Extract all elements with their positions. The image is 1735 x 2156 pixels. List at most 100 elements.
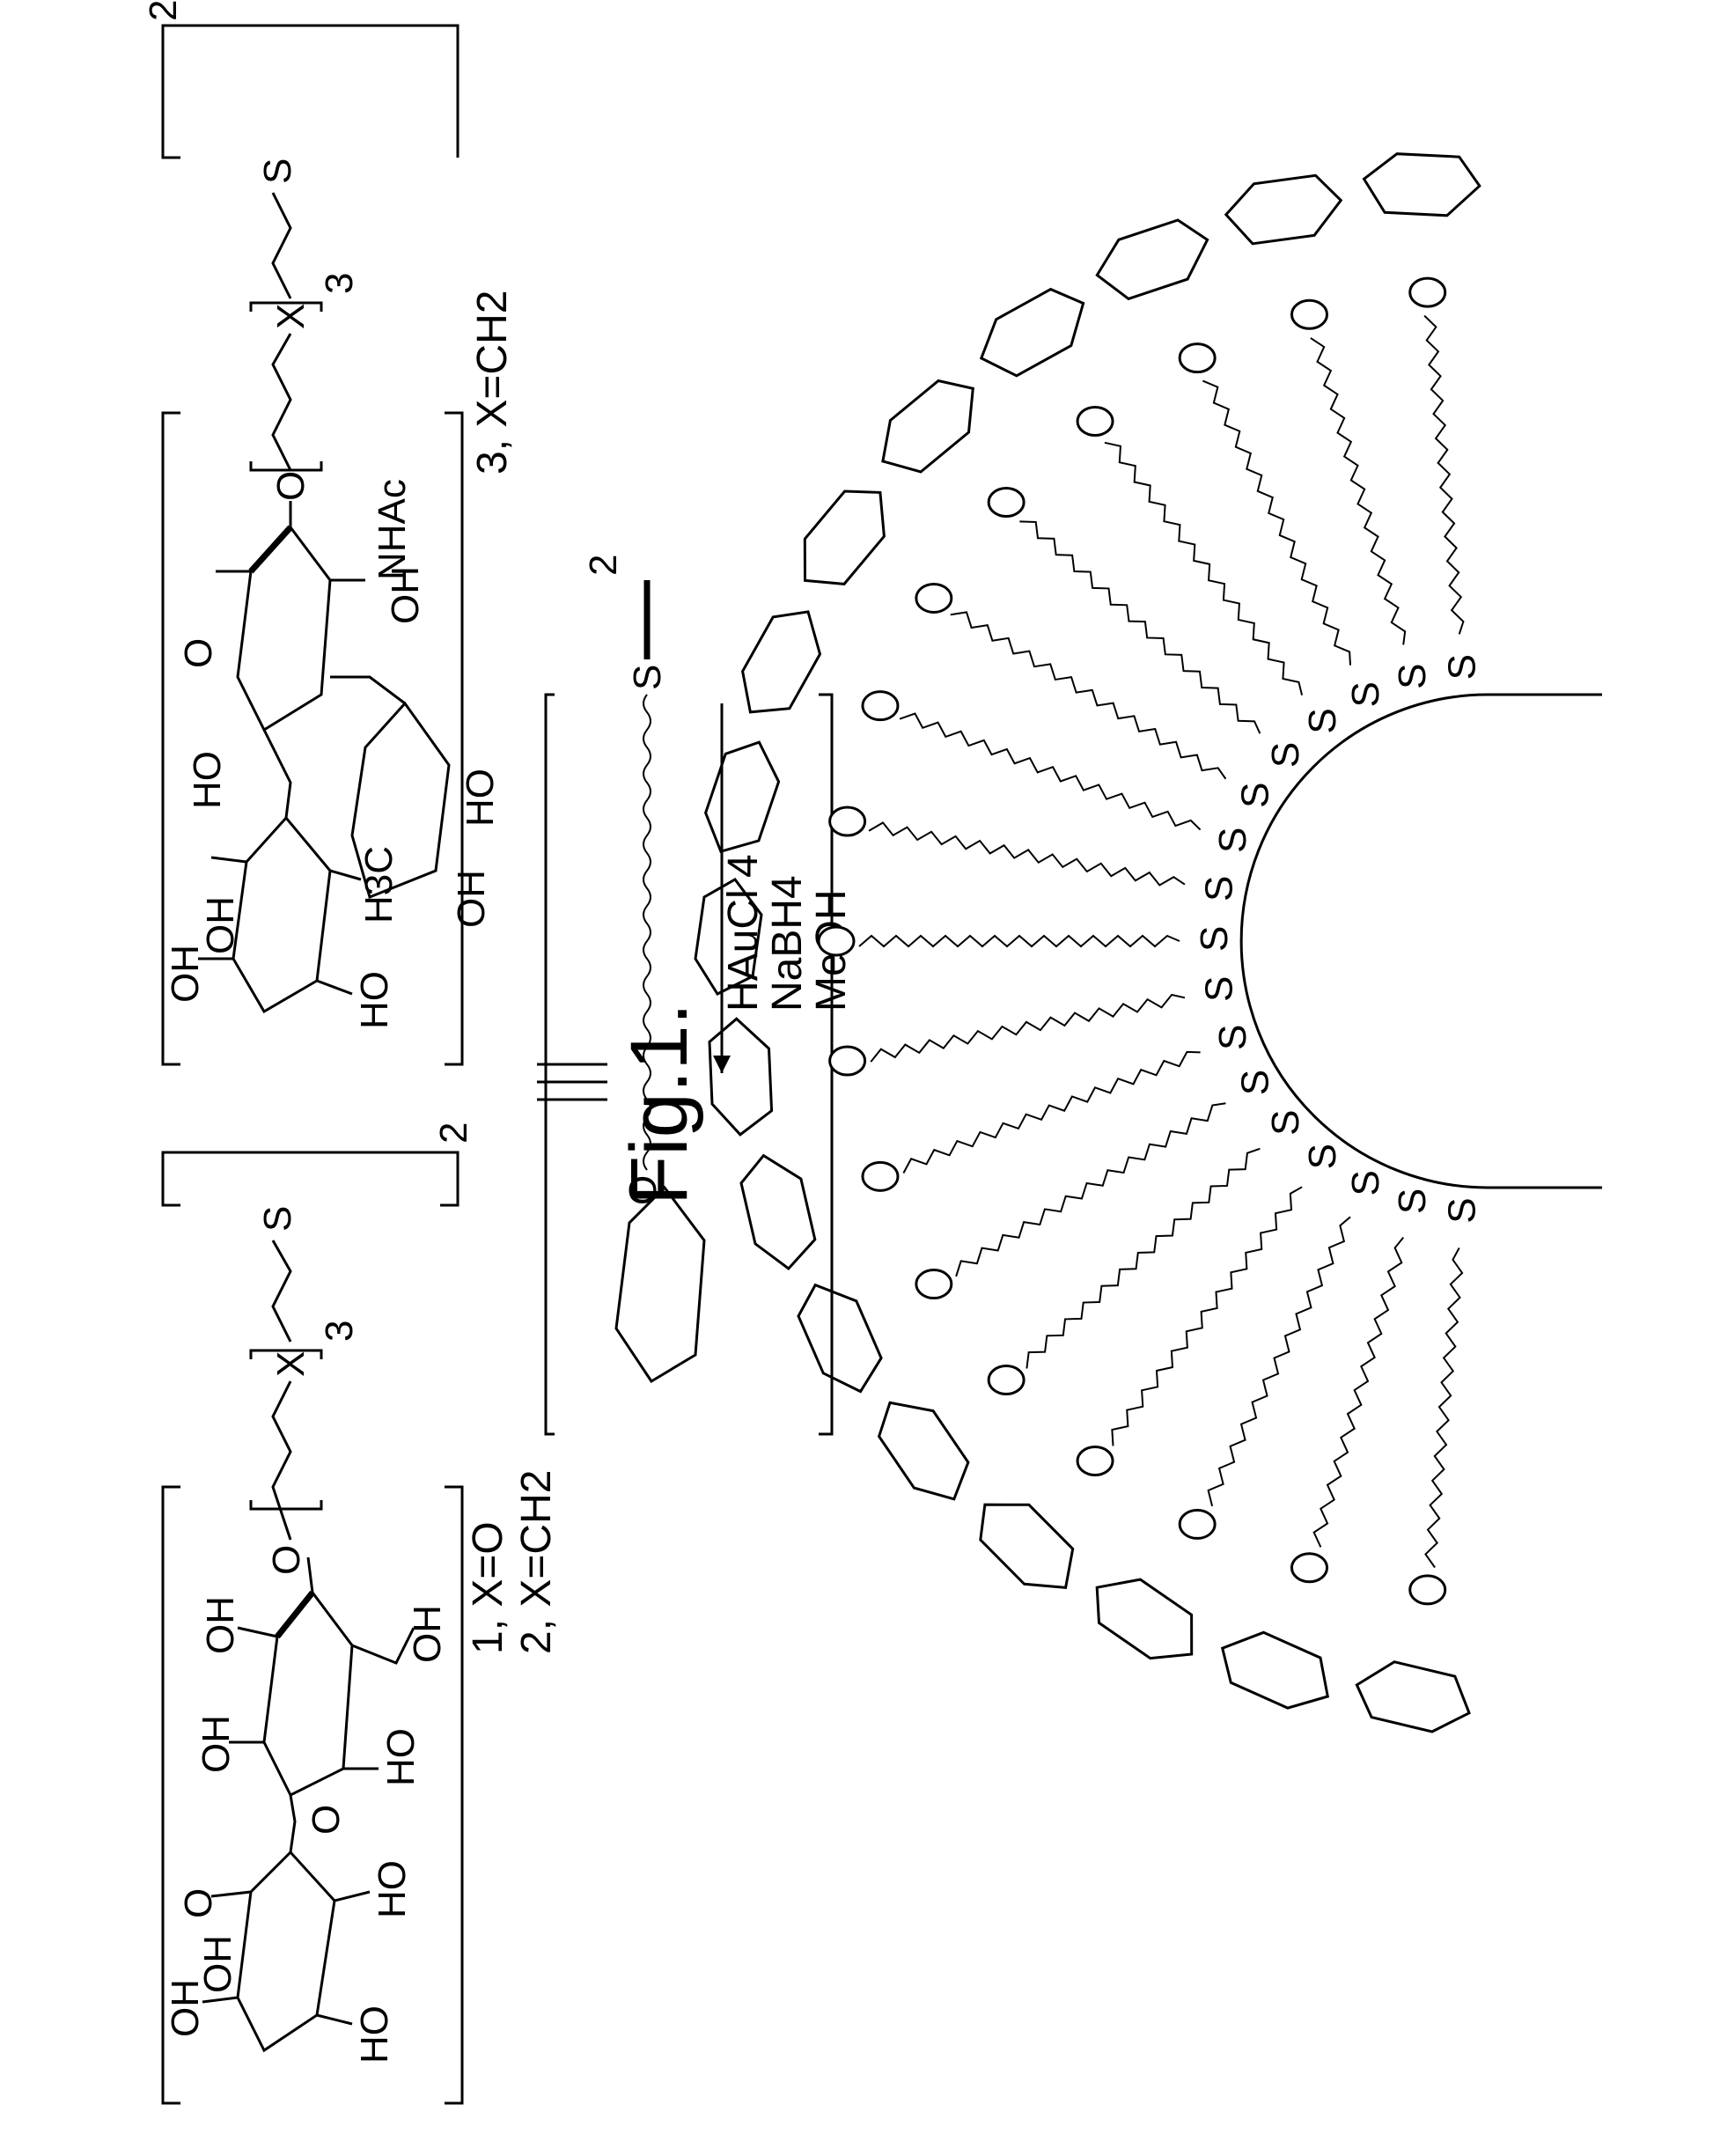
ho-label: HO	[379, 1728, 423, 1786]
x-atom-label: X	[269, 1351, 312, 1377]
sugar-ring	[805, 491, 884, 584]
ho-label: HO	[353, 971, 396, 1029]
s-atom-label: S	[1197, 876, 1240, 901]
compound-label-3: 3, X=CH2	[469, 291, 516, 475]
oxygen-atom	[863, 1162, 898, 1190]
wedge-bond-2	[251, 527, 290, 571]
ho-label: HO	[371, 1860, 414, 1918]
o-atom-label: O	[177, 638, 220, 668]
disulfide-bracket	[163, 1152, 458, 1205]
s-atom-label: S	[1211, 1025, 1254, 1050]
sugar-ring	[798, 1285, 881, 1392]
linker-chain-3b	[273, 193, 290, 298]
compound-1-2-structure: OH OH O HO HO O HO OH OH OH O X S 3 2 1,…	[163, 1122, 560, 2103]
subscript-3: 3	[318, 273, 361, 294]
oxygen-atom	[1291, 1554, 1327, 1582]
linker-chain-right	[273, 1240, 290, 1342]
sugar-ring	[879, 1402, 968, 1499]
subscript-2: 2	[582, 555, 625, 576]
ho-label: HO	[353, 2005, 396, 2064]
oxygen-atom	[989, 488, 1024, 516]
sugar-ring	[1356, 1662, 1469, 1732]
o-atom-label: O	[621, 1175, 665, 1205]
oxygen-atom	[819, 927, 854, 955]
galactose-ring-2	[233, 818, 330, 1012]
s-atom-label: S	[626, 665, 669, 690]
s-atom-label: S	[1264, 1109, 1307, 1135]
linker-chain	[871, 995, 1185, 1062]
glucose-ring	[264, 1593, 352, 1795]
equivalence-symbol	[537, 1064, 607, 1100]
glucosamine-ring	[238, 527, 330, 730]
s-atom-label: S	[1391, 1188, 1434, 1214]
ho-label: HO	[186, 751, 229, 809]
linker-chain	[1425, 1248, 1462, 1568]
oxygen-atom	[1291, 300, 1327, 328]
s-atom-label: S	[1211, 828, 1254, 853]
s-atom-label: S	[1440, 1197, 1483, 1223]
oxygen-atom	[1180, 344, 1215, 372]
ho-label: HO	[459, 769, 502, 827]
oxygen-atom	[830, 1047, 865, 1075]
sugar-ring	[741, 1156, 815, 1269]
o-atom-label: O	[177, 1888, 220, 1918]
linker-chain	[1105, 443, 1302, 695]
reaction-arrow-head	[713, 1056, 731, 1073]
disulfide-bracket-3	[163, 26, 458, 158]
o-atom-label: O	[305, 1805, 348, 1835]
s-atom-label: S	[256, 158, 299, 184]
linker-chain	[869, 822, 1185, 885]
linker-chain	[1209, 1217, 1350, 1506]
oxygen-atom	[1410, 1576, 1445, 1604]
linker-chain	[1202, 381, 1350, 666]
s-atom-label: S	[1197, 976, 1240, 1002]
oxygen-atom	[830, 807, 865, 835]
oxygen-atom	[1077, 1447, 1113, 1475]
s-atom-label: S	[1301, 708, 1344, 733]
compound-label-1: 1, X=O	[465, 1521, 511, 1654]
subscript-2: 2	[142, 0, 185, 21]
linker-chain	[1112, 1187, 1302, 1446]
linker-chain-left	[273, 1381, 290, 1540]
schematic-sugar-ring	[616, 1188, 704, 1381]
sugar-ring	[1097, 220, 1207, 298]
s-atom-label: S	[1264, 742, 1307, 768]
s-atom-label: S	[1233, 1070, 1276, 1095]
oxygen-atom	[989, 1366, 1024, 1394]
linker-chain	[903, 1052, 1200, 1174]
sugar-ring	[1097, 1579, 1192, 1659]
oxygen-atom	[1077, 407, 1113, 435]
sugar-ring	[1226, 175, 1342, 244]
oxygen-atom	[1180, 1510, 1215, 1538]
sugar-ring	[709, 1019, 772, 1135]
oxygen-atom	[916, 1270, 952, 1299]
x-atom-label: X	[269, 304, 312, 329]
s-atom-label: S	[1344, 681, 1387, 707]
bracket-bottom-right	[445, 413, 462, 1064]
sugar-ring	[1364, 154, 1480, 216]
subscript-2: 2	[432, 1122, 475, 1144]
bracket-bottom-left	[445, 1487, 462, 2103]
s-atom-label: S	[1344, 1170, 1387, 1196]
linker-chain	[1424, 316, 1463, 635]
linker-chain	[1026, 1149, 1260, 1369]
linker-chain	[956, 1103, 1225, 1277]
o-atom-label: O	[269, 471, 312, 501]
oh-label: OH	[406, 1605, 449, 1663]
linker-chain	[1314, 1238, 1404, 1548]
linker-chain	[1311, 338, 1405, 644]
oxygen-atom	[1410, 278, 1445, 306]
oh-label: OH	[199, 896, 242, 954]
galactose-ring	[238, 1852, 335, 2050]
gold-nanoparticle-cluster: SSSSSSSSSSSSSSSSS	[695, 154, 1602, 1732]
h3c-label: H3C	[357, 846, 401, 923]
s-atom-label: S	[1233, 782, 1276, 807]
s-atom-label: S	[1440, 654, 1483, 680]
wedge-bond	[277, 1593, 312, 1637]
s-atom-label: S	[1193, 926, 1236, 952]
sugar-ring	[981, 290, 1084, 376]
sugar-ring	[981, 1505, 1073, 1587]
